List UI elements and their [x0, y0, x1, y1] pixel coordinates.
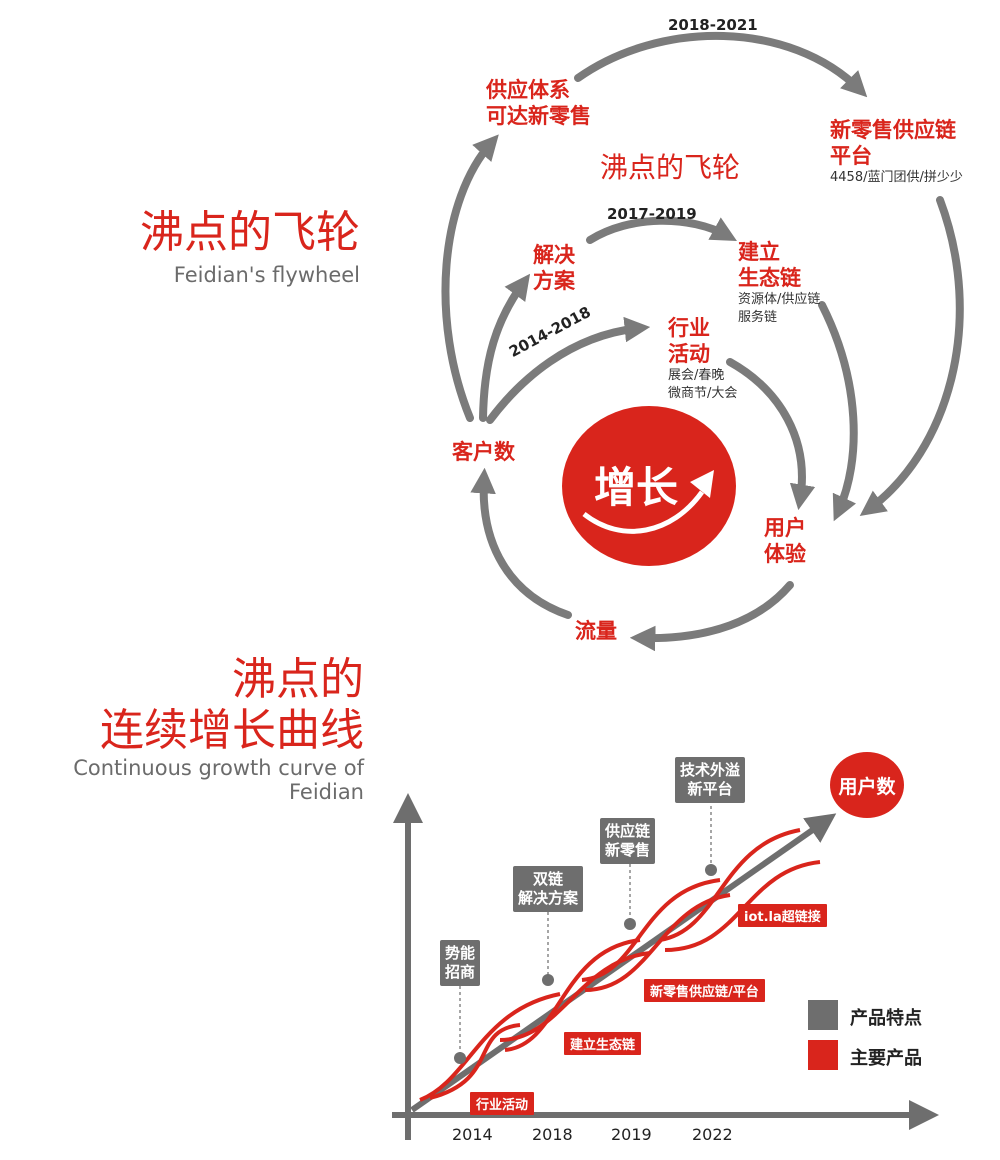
- arrow-traffic-to-customers: [470, 467, 572, 619]
- growth-title: 沸点的 连续增长曲线: [100, 654, 364, 756]
- feature-box-3: 供应链 新零售: [600, 818, 656, 864]
- node-solution: 解决 方案: [533, 243, 575, 293]
- arrow-newretail-to-ux: [859, 196, 964, 517]
- curve-a2: [429, 1023, 521, 1100]
- arrow-supply-to-newretail: [574, 31, 868, 98]
- x-tick-2018: 2018: [532, 1125, 573, 1144]
- node-activity-note: 展会/春晚 微商节/大会: [668, 368, 738, 401]
- arrow-customers-to-solution: [479, 273, 531, 422]
- flywheel-subtitle: Feidian's flywheel: [173, 263, 360, 287]
- feature-box-1: 势能 招商: [440, 940, 481, 986]
- node-customers: 客户数: [452, 440, 515, 464]
- node-newretail: 新零售供应链 平台 4458/蓝门团供/拼少少: [830, 118, 963, 187]
- product-tag-4: iot.la超链接: [738, 904, 827, 927]
- year-outer: 2018-2021: [668, 16, 758, 34]
- node-activity-label: 行业 活动: [668, 316, 710, 366]
- growth-swoosh-icon: [582, 470, 714, 534]
- arrow-customers-to-supply: [441, 134, 499, 422]
- curve-a1: [419, 992, 561, 1102]
- feature-box-2: 双链 解决方案: [513, 866, 584, 912]
- node-ecosystem-note: 资源体/供应链 服务链: [738, 292, 821, 325]
- growth-circle: 增长: [562, 406, 736, 566]
- feature-box-4: 技术外溢 新平台: [675, 757, 746, 803]
- x-tick-2019: 2019: [611, 1125, 652, 1144]
- curve-c2: [584, 893, 731, 992]
- flywheel-inner-title: 沸点的飞轮: [600, 151, 741, 184]
- node-ecosystem: 建立 生态链 资源体/供应链 服务链: [738, 240, 820, 326]
- arrow-solution-to-ecosystem: [586, 216, 737, 244]
- curve-c1: [581, 878, 721, 982]
- product-tag-3: 新零售供应链/平台: [644, 979, 765, 1002]
- node-activity: 行业 活动 展会/春晚 微商节/大会: [668, 316, 737, 402]
- growth-title-line1: 沸点的: [232, 654, 364, 705]
- node-supply: 供应体系 可达新零售: [486, 78, 591, 128]
- growth-subtitle: Continuous growth curve of Feidian: [73, 756, 364, 804]
- node-ecosystem-label: 建立 生态链: [738, 240, 801, 290]
- growth-title-line2: 连续增长曲线: [100, 704, 364, 756]
- x-tick-2022: 2022: [692, 1125, 733, 1144]
- product-tag-2: 建立生态链: [564, 1032, 642, 1055]
- legend-label-feature: 产品特点: [850, 1008, 922, 1029]
- arrow-customers-to-activity: [486, 316, 651, 424]
- arrow-ecosystem-to-ux: [818, 301, 858, 522]
- curve-b2: [499, 951, 651, 1042]
- node-newretail-label: 新零售供应链 平台: [830, 118, 956, 168]
- arrow-ux-to-traffic: [629, 581, 794, 652]
- user-count-circle: 用户数: [830, 752, 904, 818]
- year-middle: 2017-2019: [607, 205, 697, 223]
- arrow-activity-to-ux: [726, 358, 816, 511]
- x-tick-2014: 2014: [452, 1125, 493, 1144]
- curve-d1: [659, 828, 801, 942]
- node-traffic: 流量: [575, 619, 617, 643]
- growth-circle-label: 增长: [594, 463, 679, 512]
- curve-b1: [504, 938, 641, 1052]
- product-tag-1: 行业活动: [470, 1092, 535, 1115]
- node-ux: 用户 体验: [764, 516, 806, 566]
- legend-swatch-feature: [808, 1000, 838, 1030]
- legend-label-product: 主要产品: [850, 1048, 922, 1069]
- legend-swatch-product: [808, 1040, 838, 1070]
- node-newretail-note: 4458/蓝门团供/拼少少: [830, 170, 963, 186]
- flywheel-title: 沸点的飞轮: [140, 207, 360, 258]
